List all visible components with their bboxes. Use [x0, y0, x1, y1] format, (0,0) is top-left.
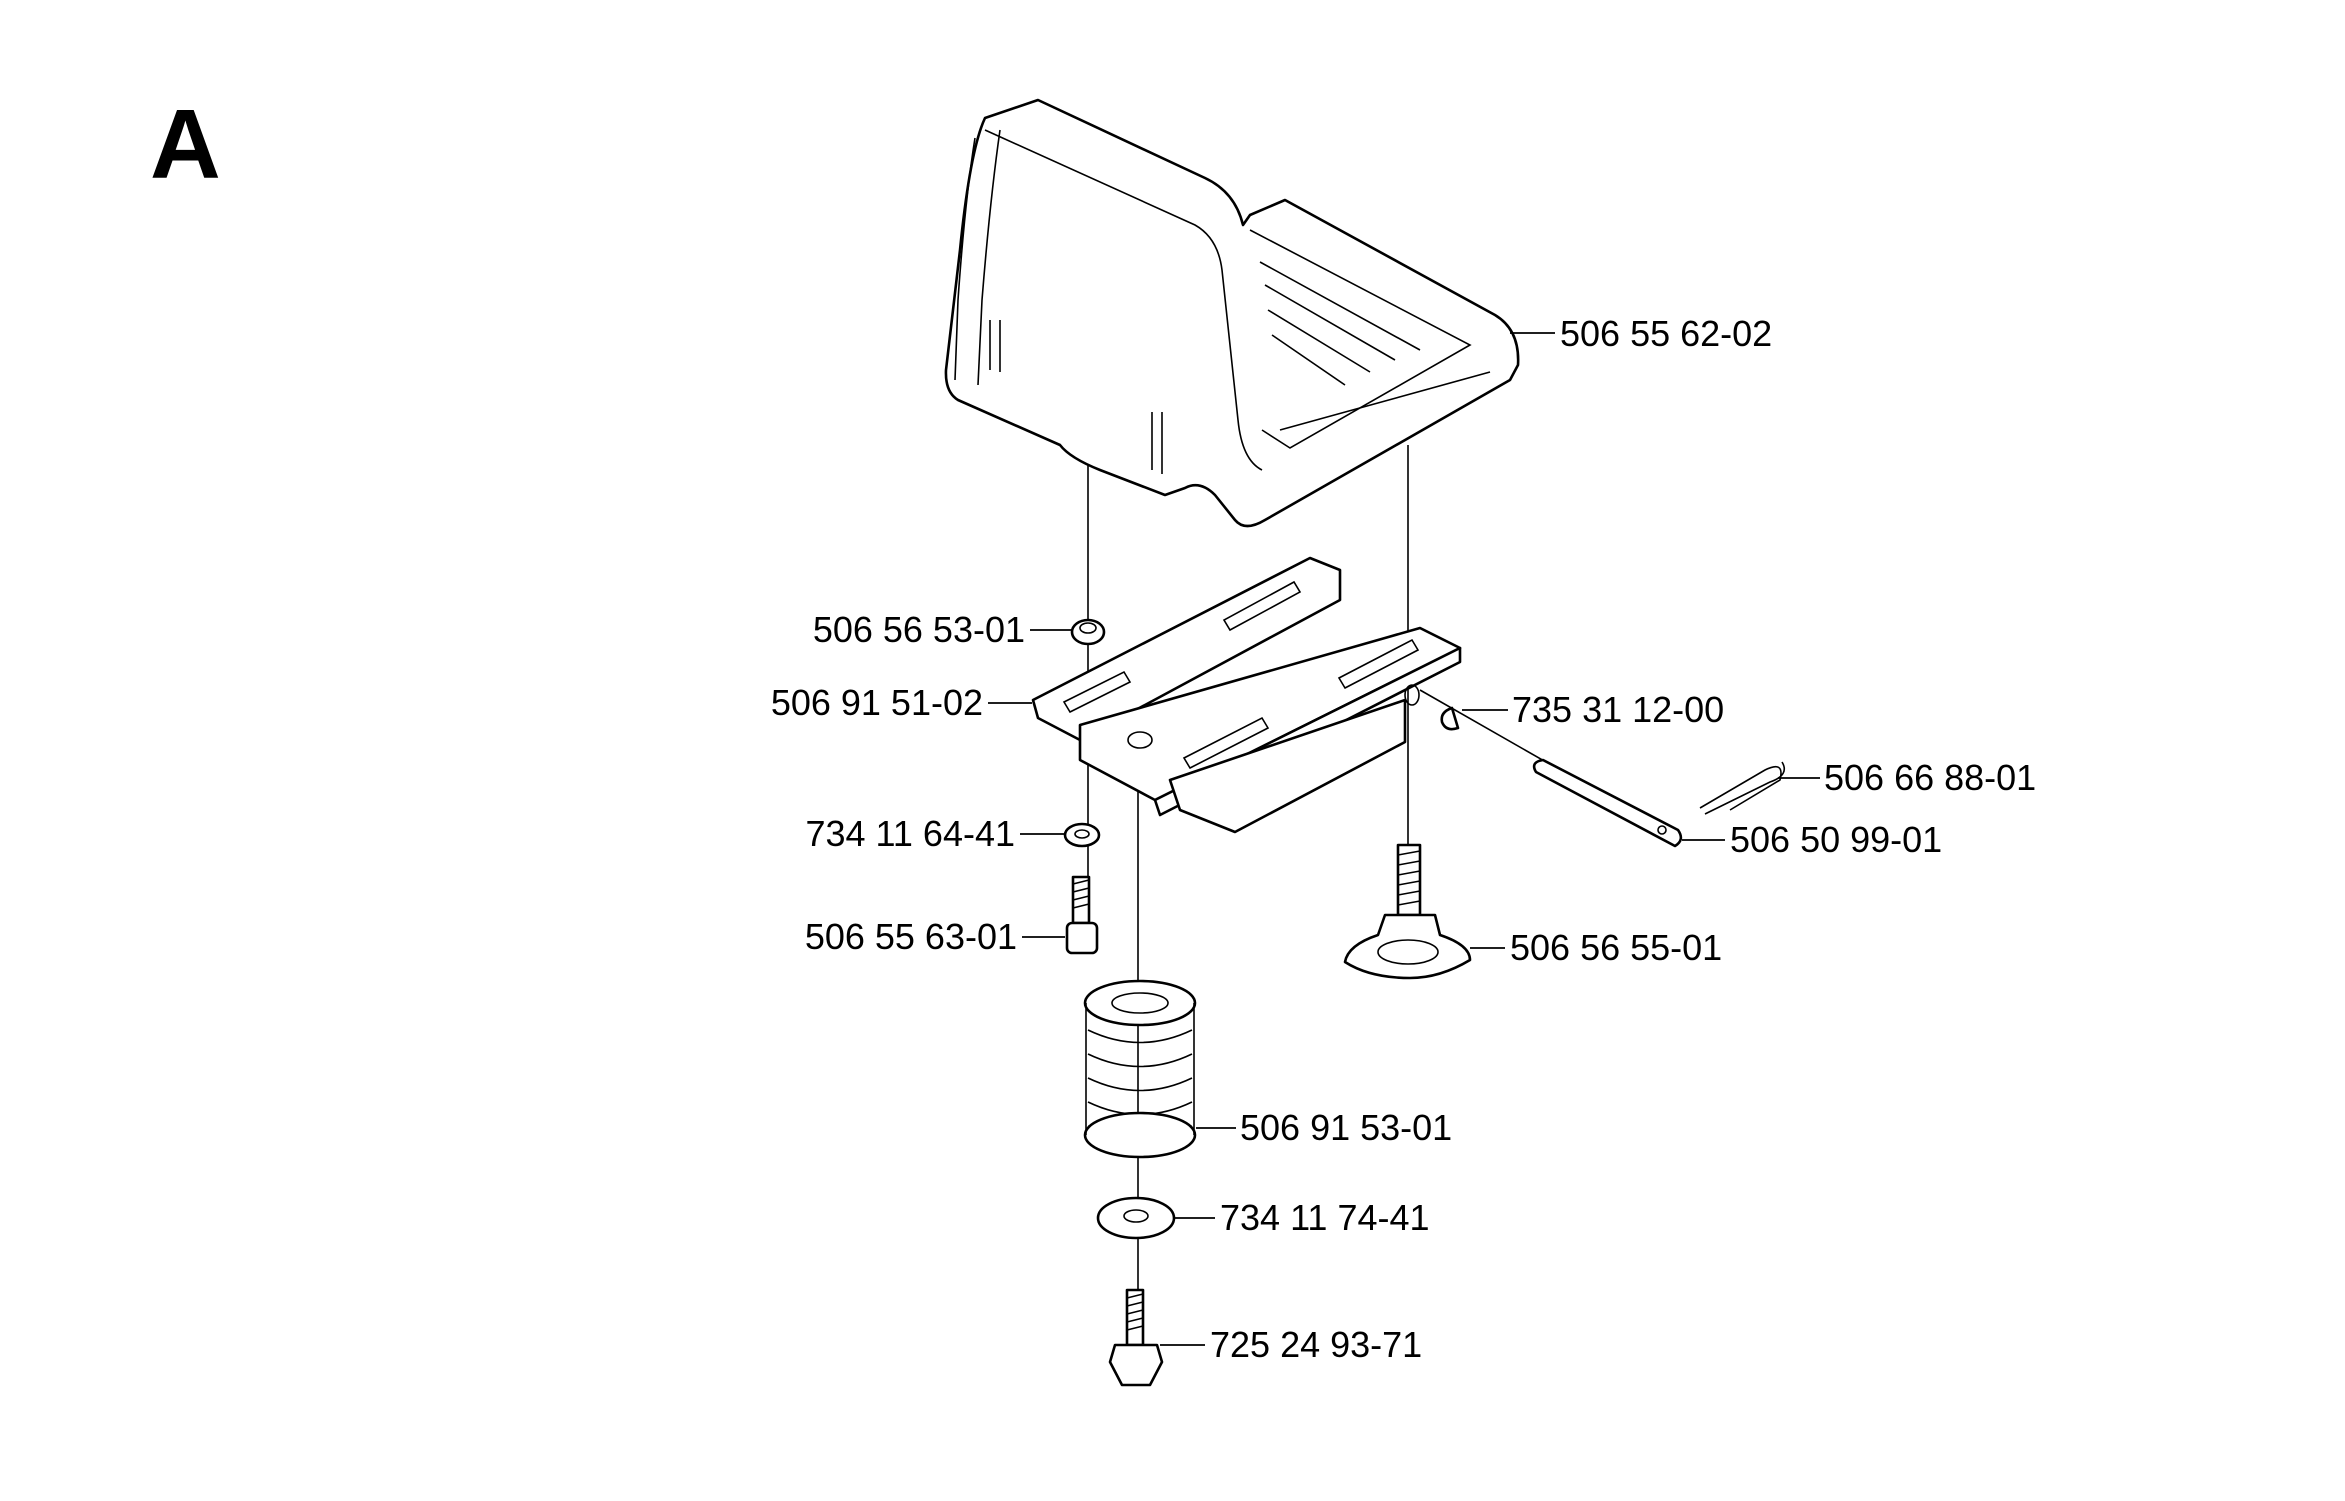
part-number-spring: 506 91 53-01	[1240, 1107, 1452, 1148]
knob-illustration	[1343, 843, 1472, 980]
circlip-illustration	[1440, 706, 1460, 731]
leader-lines	[988, 332, 1820, 1346]
washer-large-illustration	[1096, 1196, 1176, 1240]
part-number-washer-small: 734 11 64-41	[805, 813, 1015, 854]
part-number-knob: 506 56 55-01	[1510, 927, 1722, 968]
bolt-lower-illustration	[1108, 1288, 1164, 1387]
part-number-bracket: 506 91 51-02	[771, 682, 983, 723]
part-number-hair-pin: 506 66 88-01	[1824, 757, 2036, 798]
pin-illustration	[1532, 758, 1683, 848]
part-number-bolt-lower: 725 24 93-71	[1210, 1324, 1422, 1365]
bracket-illustration	[1031, 556, 1462, 834]
washer-small-illustration	[1063, 822, 1101, 848]
part-number-pin: 506 50 99-01	[1730, 819, 1942, 860]
part-number-nut-top: 506 56 53-01	[813, 609, 1025, 650]
section-letter: A	[150, 89, 221, 199]
part-number-washer-large: 734 11 74-41	[1220, 1197, 1430, 1238]
part-number-bolt-upper: 506 55 63-01	[805, 916, 1017, 957]
bolt-upper-illustration	[1065, 875, 1099, 955]
part-number-seat: 506 55 62-02	[1560, 313, 1772, 354]
seat-illustration	[944, 98, 1520, 528]
nut-top-illustration	[1070, 618, 1106, 646]
spring-illustration	[1083, 979, 1197, 1159]
hair-pin-illustration	[1699, 761, 1786, 815]
part-number-circlip: 735 31 12-00	[1512, 689, 1724, 730]
